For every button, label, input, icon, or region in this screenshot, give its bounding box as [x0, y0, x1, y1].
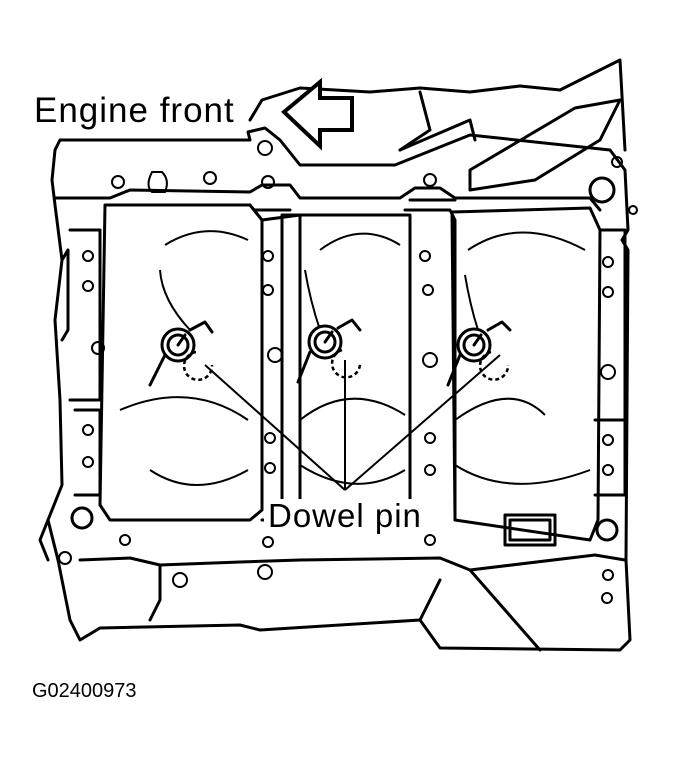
dowel-pin-2: [296, 318, 362, 384]
engine-front-label: Engine front: [34, 91, 235, 130]
figure-id: G02400973: [32, 680, 137, 702]
block-outline: [46, 126, 632, 652]
upper-background-outline: [248, 58, 627, 192]
bolt-holes: [58, 140, 638, 604]
dowel-pin-leader-lines: [204, 354, 501, 491]
lower-skirt: [38, 248, 627, 652]
cylinder-bores: [98, 203, 602, 542]
dowel-pin-3: [446, 320, 512, 387]
arrow-left-icon: [280, 77, 354, 151]
dowel-pin-label: Dowel pin: [264, 499, 426, 532]
top-flange: [53, 183, 602, 212]
dowel-pin-1: [148, 320, 214, 387]
